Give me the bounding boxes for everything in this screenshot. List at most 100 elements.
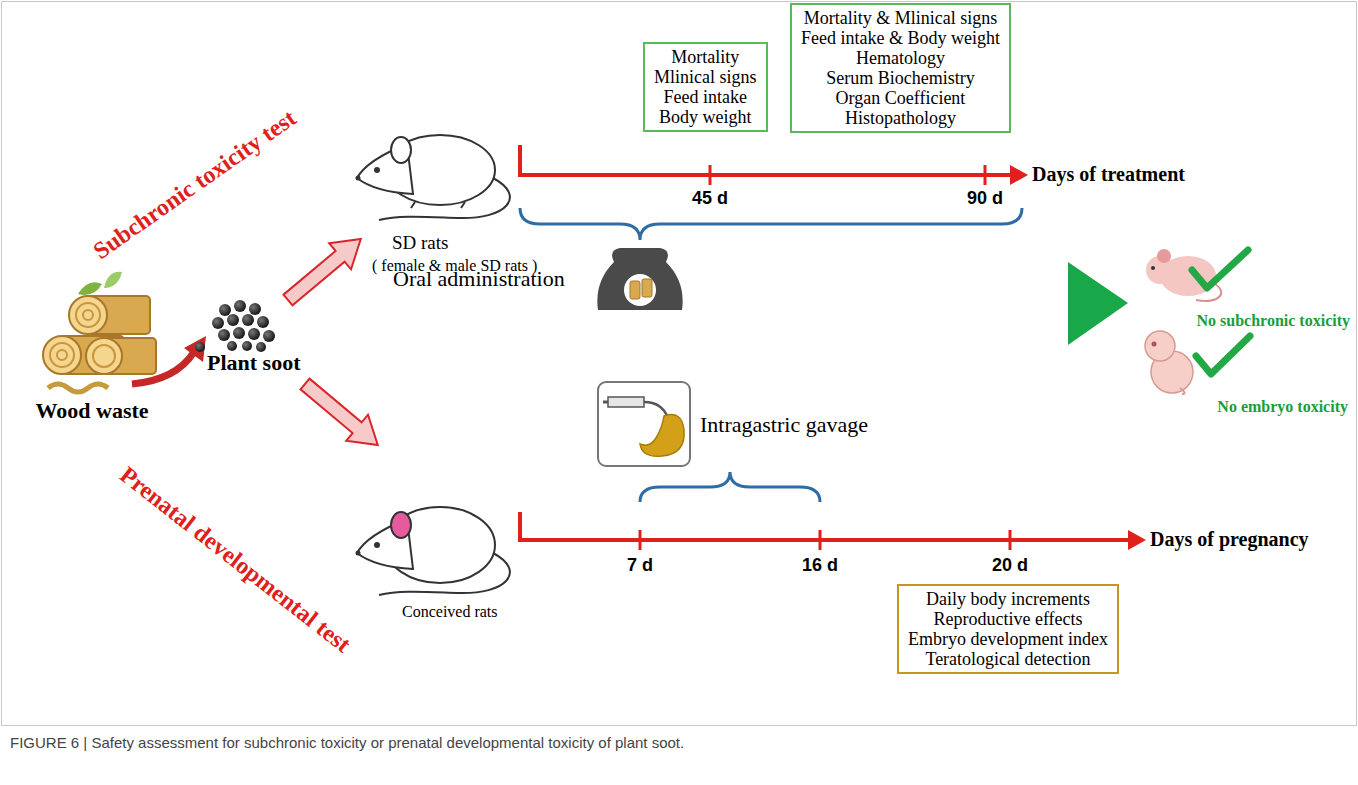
hollow-arrow xyxy=(294,371,389,458)
axis-label: Days of treatment xyxy=(1032,163,1185,186)
wood-logs xyxy=(76,303,100,327)
pregnant-rat-icon xyxy=(356,507,510,595)
criteria-item: Feed intake xyxy=(654,87,757,107)
treatment-timeline xyxy=(520,145,1028,185)
hollow-arrow xyxy=(277,226,372,313)
pregnant-rat-icon xyxy=(356,551,361,556)
soot-particles xyxy=(233,327,245,339)
wood-logs xyxy=(83,310,93,320)
criteria-item: Mortality xyxy=(654,47,757,67)
gavage-icon xyxy=(598,382,690,466)
wood-logs xyxy=(43,336,81,374)
animal-label: SD rats xyxy=(392,232,448,254)
tick-label: 20 d xyxy=(992,555,1028,576)
criteria-box: MortalityMlinical signsFeed intakeBody w… xyxy=(643,42,768,132)
test-title: Subchronic toxicity test xyxy=(88,105,301,266)
criteria-item: Body weight xyxy=(654,107,757,127)
brace xyxy=(520,208,1022,240)
rat-icon xyxy=(356,135,510,220)
soot-particles xyxy=(195,342,205,352)
pregnancy-timeline xyxy=(1009,530,1012,550)
rat-result-icon xyxy=(1151,266,1155,270)
criteria-item: Feed intake & Body weight xyxy=(801,28,1000,48)
criteria-item: Daily body increments xyxy=(908,589,1108,609)
conclusion-label: No embryo toxicity xyxy=(1217,398,1348,416)
soot-particles xyxy=(263,330,275,342)
criteria-item: Histopathology xyxy=(801,108,1000,128)
soot-particles xyxy=(234,300,246,312)
soot-particles xyxy=(227,341,237,351)
route-label: Intragastric gavage xyxy=(700,412,868,437)
embryo-icon xyxy=(1180,388,1185,394)
tick-label: 7 d xyxy=(627,555,653,576)
criteria-box: Daily body incrementsReproductive effect… xyxy=(897,584,1119,674)
route-label: Oral administration xyxy=(393,266,565,291)
pregnancy-timeline xyxy=(518,512,522,542)
process-arrow xyxy=(184,336,206,362)
embryo-icon xyxy=(1145,331,1193,394)
pregnant-rat-icon xyxy=(374,542,380,548)
axis-label: Days of pregnancy xyxy=(1150,528,1309,551)
tick-label: 45 d xyxy=(692,188,728,209)
soot-particles xyxy=(257,316,269,328)
wood-logs xyxy=(86,338,122,374)
material-label: Plant soot xyxy=(207,350,301,375)
soot-particles xyxy=(212,317,224,329)
pregnancy-timeline xyxy=(819,530,822,550)
rat-result-icon xyxy=(1146,249,1221,301)
conclusion-label: No subchronic toxicity xyxy=(1197,312,1350,330)
wood-logs xyxy=(48,384,108,392)
criteria-item: Mlinical signs xyxy=(654,67,757,87)
tick-label: 90 d xyxy=(967,188,1003,209)
pregnancy-timeline xyxy=(1128,530,1146,550)
criteria-box: Mortality & Mlinical signsFeed intake & … xyxy=(790,3,1011,133)
treatment-timeline xyxy=(518,145,522,177)
wood-logs xyxy=(69,296,107,334)
soot-particles xyxy=(219,304,231,316)
wood-logs xyxy=(78,282,102,295)
criteria-item: Teratological detection xyxy=(908,649,1108,669)
check-mark xyxy=(1192,250,1248,288)
material-label: Wood waste xyxy=(35,398,148,423)
soot-particles xyxy=(249,303,261,315)
soot-particles xyxy=(242,314,254,326)
result-triangle xyxy=(1068,262,1128,345)
gavage-icon xyxy=(598,382,690,466)
pregnancy-timeline xyxy=(639,530,642,550)
hollow-arrow xyxy=(294,371,389,458)
criteria-item: Embryo development index xyxy=(908,629,1108,649)
wood-logs xyxy=(43,272,156,392)
pregnancy-timeline xyxy=(520,538,1130,542)
check-mark xyxy=(1196,336,1250,374)
feed-bag-icon xyxy=(642,279,652,297)
treatment-timeline xyxy=(520,173,1012,177)
wood-logs xyxy=(50,343,74,367)
rat-icon xyxy=(411,202,465,208)
rat-icon xyxy=(391,137,411,163)
gavage-icon xyxy=(603,401,608,404)
embryo-icon xyxy=(1145,331,1175,361)
feed-bag-icon xyxy=(597,248,682,310)
wood-logs xyxy=(93,345,115,367)
feed-bag-icon xyxy=(597,248,682,310)
criteria-item: Mortality & Mlinical signs xyxy=(801,8,1000,28)
soot-particles xyxy=(242,341,252,351)
feed-bag-icon xyxy=(624,274,656,306)
feed-bag-icon xyxy=(630,281,640,299)
gavage-icon xyxy=(640,415,684,457)
rat-icon xyxy=(374,167,380,173)
tick-label: 16 d xyxy=(802,555,838,576)
brace xyxy=(640,472,820,502)
hollow-arrow xyxy=(277,226,372,313)
criteria-item: Hematology xyxy=(801,48,1000,68)
animal-label: Conceived rats xyxy=(402,603,498,621)
figure-caption: FIGURE 6 | Safety assessment for subchro… xyxy=(10,734,684,751)
criteria-item: Reproductive effects xyxy=(908,609,1108,629)
figure-frame xyxy=(2,2,1357,726)
criteria-item: Organ Coefficient xyxy=(801,88,1000,108)
soot-particles xyxy=(227,314,239,326)
wood-logs xyxy=(57,350,67,360)
gavage-icon xyxy=(608,397,644,407)
process-arrow xyxy=(132,352,194,384)
